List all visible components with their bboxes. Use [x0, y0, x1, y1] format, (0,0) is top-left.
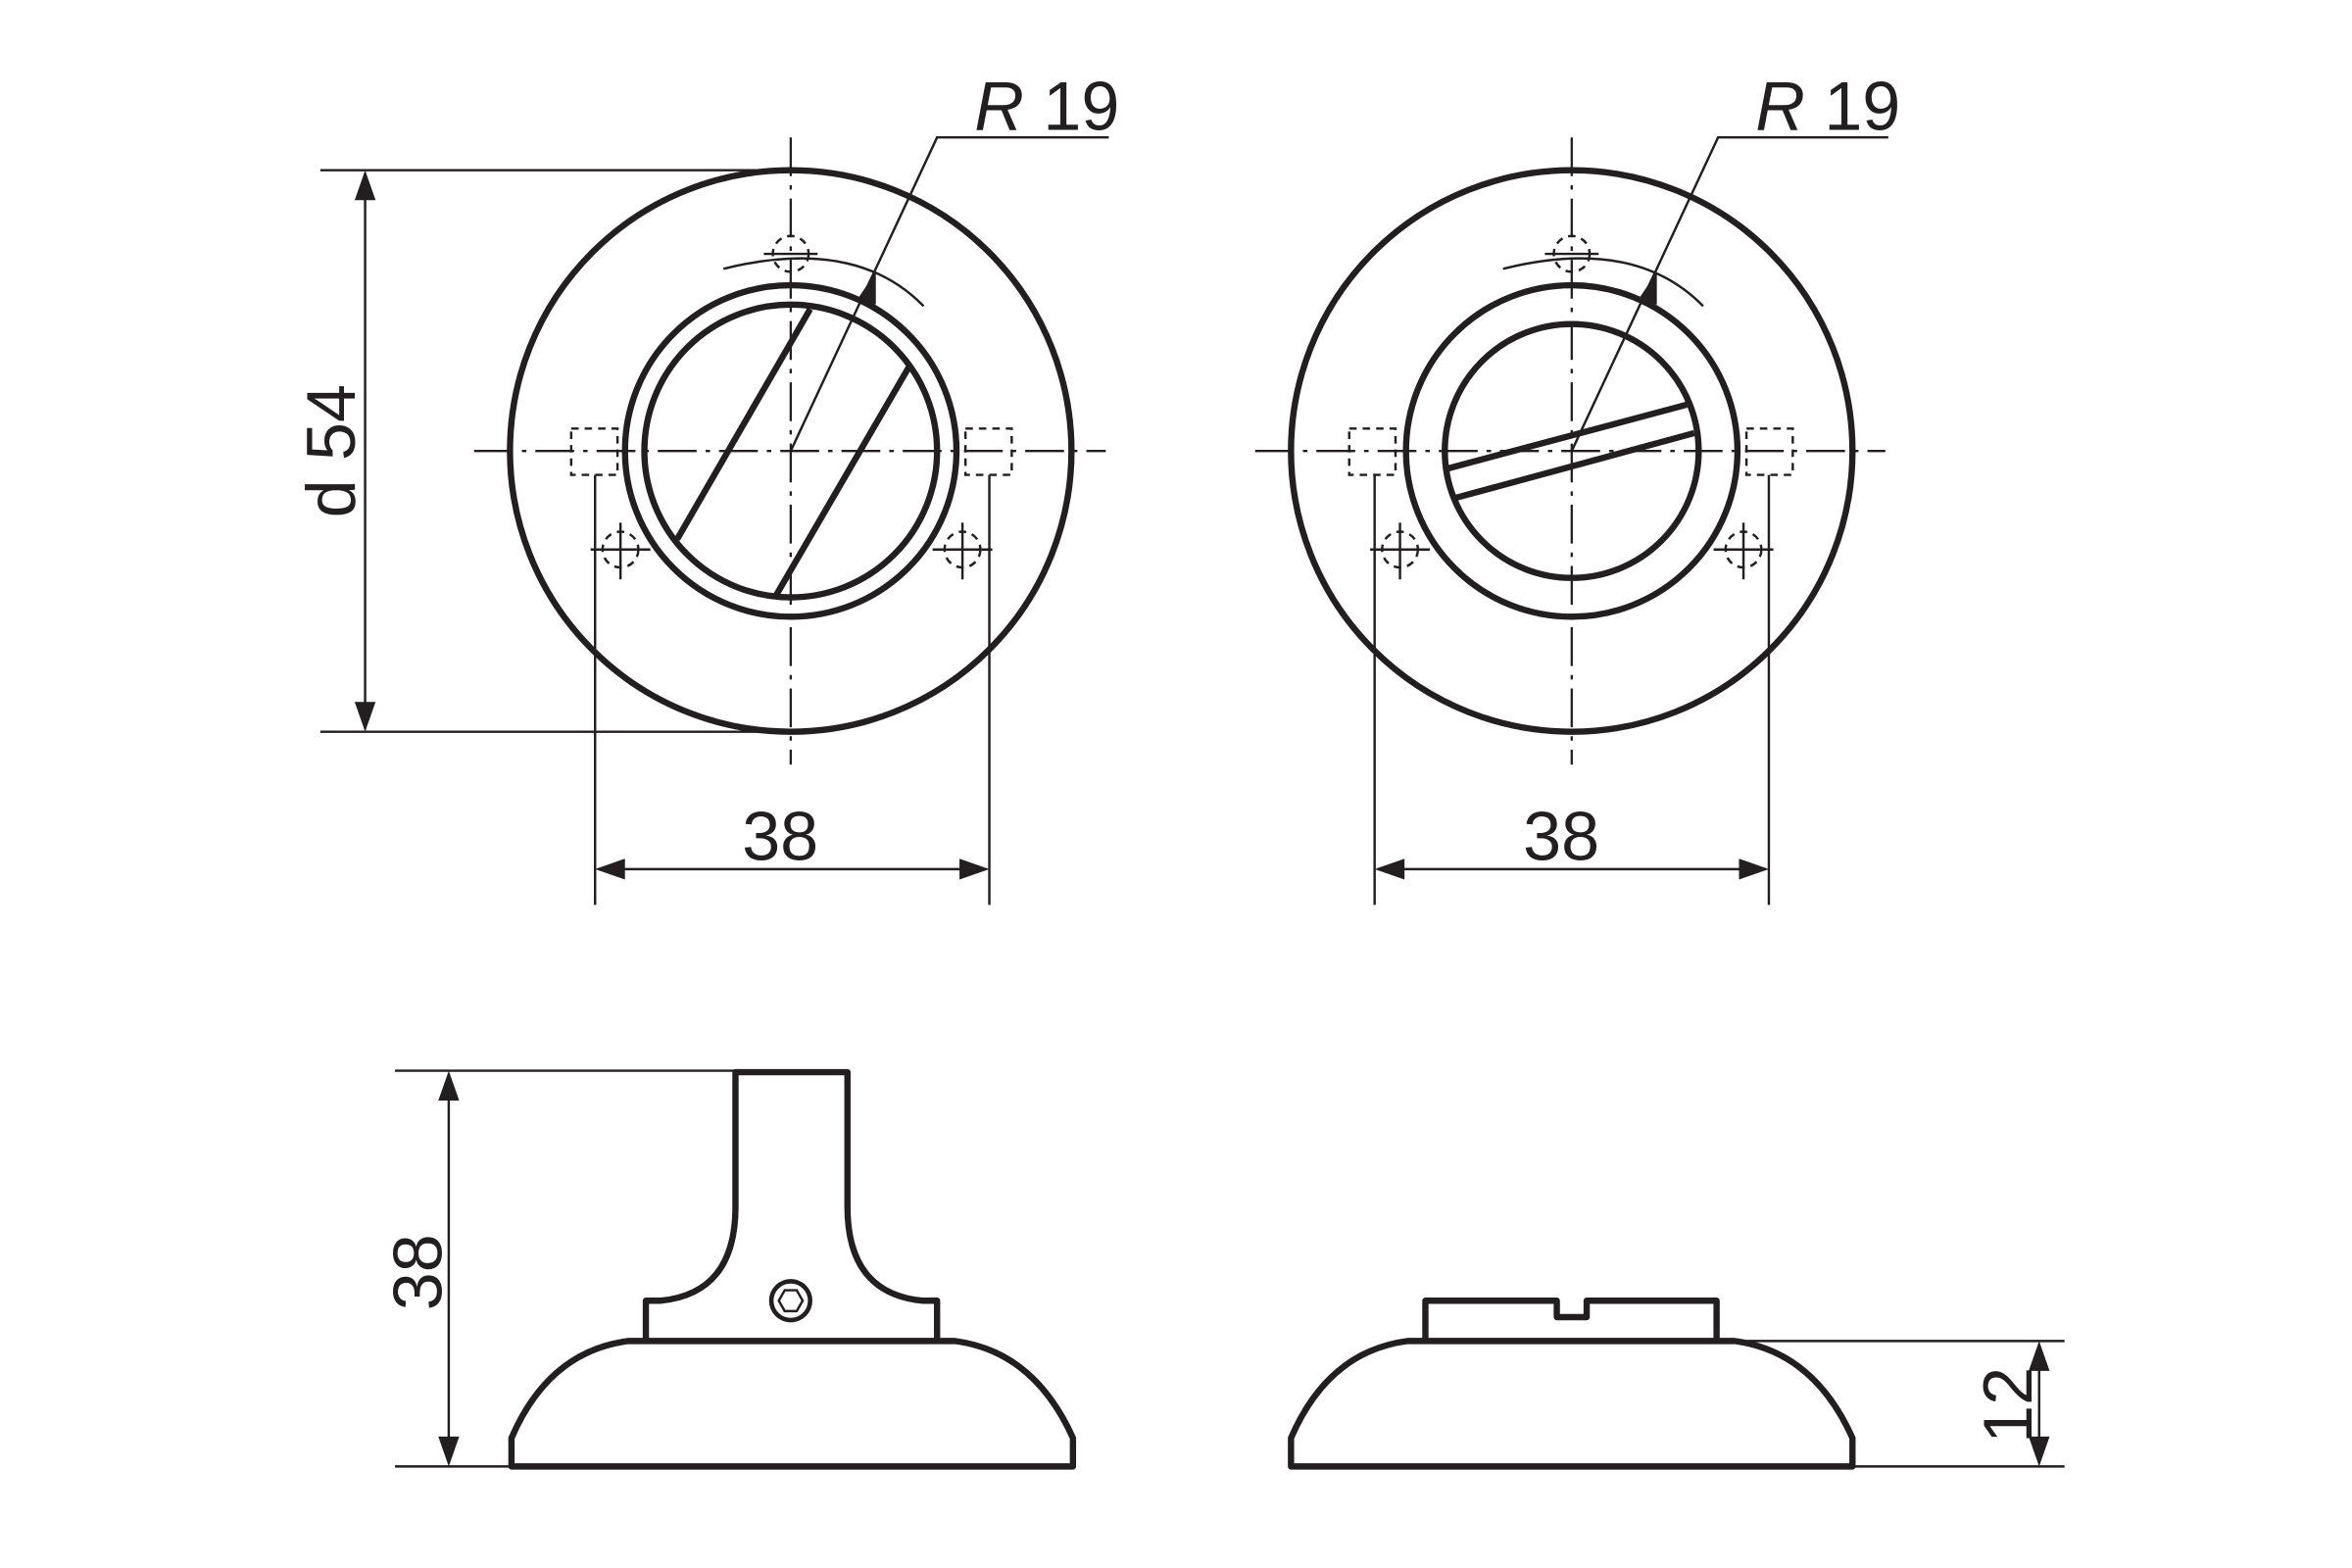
radius-arc [1502, 257, 1704, 308]
diameter-label: d 54 [293, 384, 369, 517]
hidden-hole-lower-left [590, 522, 651, 580]
hidden-pin-left [1348, 427, 1397, 476]
hidden-hole-lower-left [1370, 522, 1431, 580]
height-label: 12 [1970, 1367, 2046, 1444]
hidden-pin-left [569, 427, 619, 476]
radius-arrowhead [858, 271, 876, 305]
thumbturn-edge [674, 307, 813, 541]
arrowhead-right [1739, 858, 1769, 880]
hidden-hole-lower-right [1713, 522, 1774, 580]
arrowhead-left [595, 858, 625, 880]
radius-leader [789, 135, 1109, 452]
hidden-pin-right [963, 427, 1013, 476]
arrowhead-right [959, 858, 990, 880]
radius-leader [1570, 135, 1888, 452]
hole-spacing-label: 38 [1523, 799, 1599, 875]
hex-socket-icon [777, 1289, 805, 1313]
height-label: 38 [379, 1234, 456, 1310]
side-view-left: 38 [379, 1068, 1077, 1470]
arrowhead-down [354, 702, 376, 732]
front-view-left: R 19 d 54 38 [293, 69, 1119, 906]
indicator-cap-profile [1422, 1298, 1720, 1342]
arrowhead-down [438, 1436, 460, 1467]
radius-arrowhead [1639, 271, 1657, 305]
rosette-base-profile [508, 1338, 1077, 1470]
rosette-base-profile [1288, 1338, 1856, 1470]
arrowhead-up [2029, 1341, 2050, 1371]
arrowhead-up [354, 170, 376, 201]
front-view-right: R 19 38 [1254, 69, 1900, 906]
indicator-edge [1451, 429, 1695, 503]
arrowhead-left [1374, 858, 1405, 880]
radius-label: R 19 [974, 69, 1119, 145]
hole-spacing-label: 38 [742, 799, 818, 875]
radius-arc [722, 257, 925, 308]
hidden-hole-lower-right [932, 522, 993, 580]
arrowhead-up [438, 1070, 460, 1102]
hidden-hole-top [1544, 234, 1599, 273]
arrowhead-down [2029, 1436, 2050, 1467]
indicator-edge [1445, 401, 1688, 472]
radius-label: R 19 [1755, 69, 1900, 145]
hidden-pin-right [1744, 427, 1794, 476]
thumbturn-edge [772, 366, 912, 598]
side-view-right: 12 [1288, 1298, 2065, 1470]
hidden-hole-top [763, 234, 818, 273]
set-screw-circle [768, 1279, 812, 1323]
thumbturn-stem-profile [642, 1068, 941, 1342]
